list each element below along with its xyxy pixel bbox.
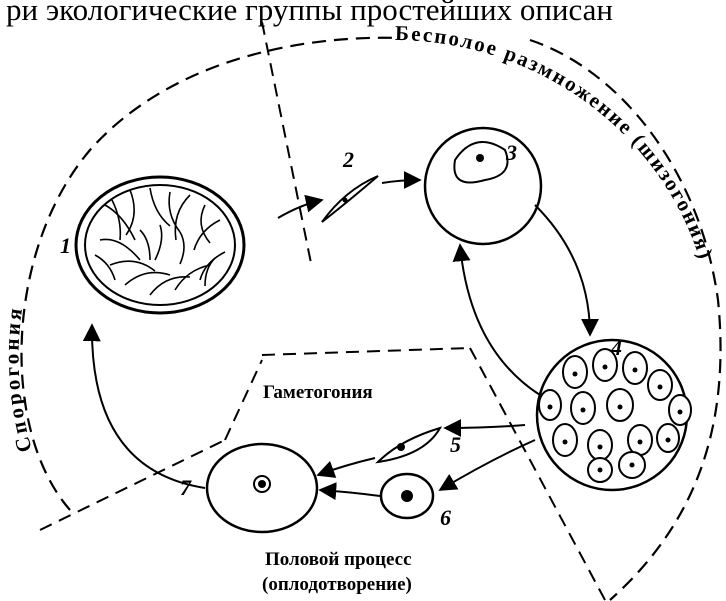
sexual-process-label-2: (оплодотворение) — [262, 574, 412, 595]
schizont-4 — [537, 340, 691, 490]
arrow-4-3 — [460, 245, 540, 395]
number-7: 7 — [180, 475, 192, 500]
number-3: 3 — [505, 140, 517, 165]
number-5: 5 — [450, 432, 461, 457]
sporozoite-2 — [322, 176, 378, 222]
gamete-6 — [381, 474, 433, 518]
number-4: 4 — [610, 335, 622, 360]
arrow-7-1 — [92, 325, 205, 488]
zygote-7 — [207, 444, 317, 532]
arrow-5-7 — [318, 458, 375, 475]
number-2: 2 — [342, 147, 354, 172]
arrow-3-4 — [535, 205, 590, 335]
sporogony-label: Спорогония — [0, 304, 37, 455]
oocyst-1 — [76, 177, 244, 313]
liver-cell-3 — [425, 128, 541, 244]
divider-mid — [225, 360, 262, 440]
divider-top — [262, 22, 312, 268]
arrow-6-7 — [320, 490, 380, 496]
number-1: 1 — [60, 233, 71, 258]
arrow-2-3 — [382, 180, 420, 183]
divider-horizontal — [262, 348, 470, 355]
sexual-process-label-1: Половой процесс — [265, 549, 412, 570]
header-text: ри экологические группы простейших описа… — [6, 0, 613, 27]
number-6: 6 — [440, 505, 451, 530]
gametocyte-5 — [378, 428, 440, 462]
gametogony-label: Гаметогония — [263, 382, 373, 403]
